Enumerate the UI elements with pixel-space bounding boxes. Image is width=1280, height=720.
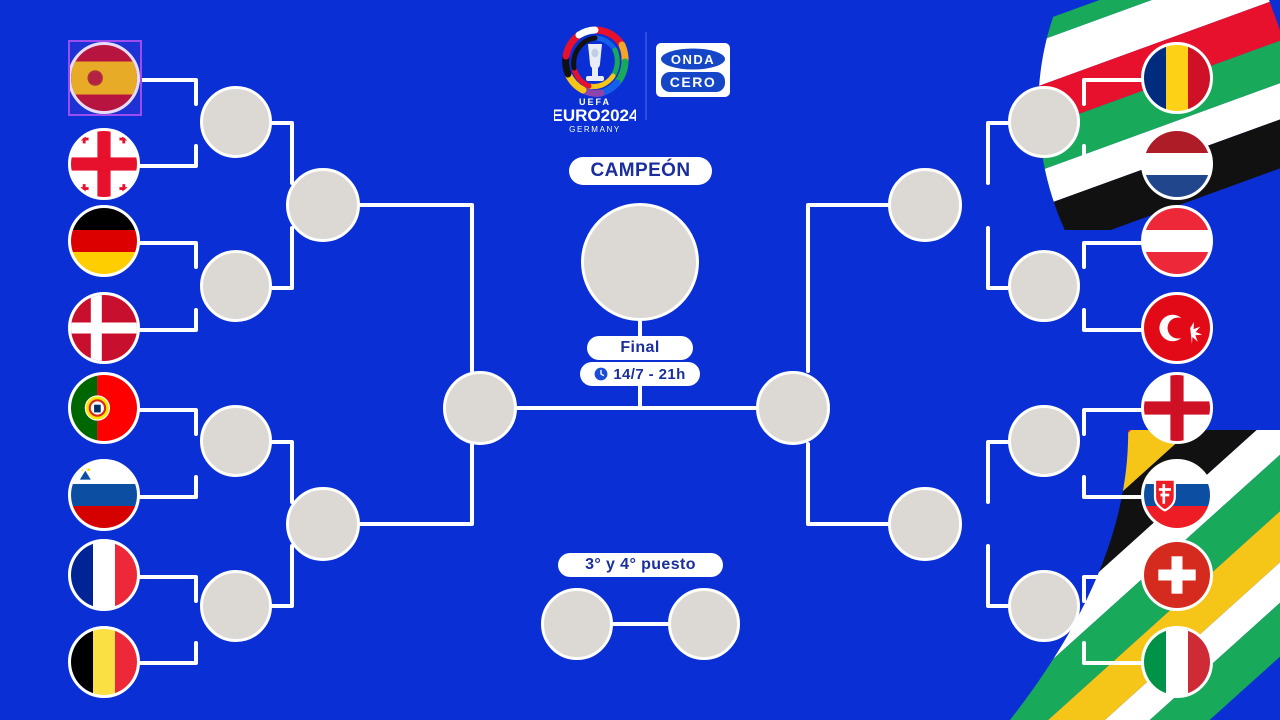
team-flag-fr[interactable] — [68, 539, 140, 611]
third-place-label: 3° y 4° puesto — [558, 553, 723, 577]
bracket-node-left-sf-2[interactable] — [286, 487, 360, 561]
team-flag-de[interactable] — [68, 205, 140, 277]
final-time-text: 14/7 - 21h — [613, 365, 686, 383]
bracket-node-right-qf-3[interactable] — [1008, 405, 1080, 477]
bracket-node-right-qf-1[interactable] — [1008, 86, 1080, 158]
team-flag-ch[interactable] — [1141, 539, 1213, 611]
team-flag-dk[interactable] — [68, 292, 140, 364]
team-flag-si[interactable] — [68, 459, 140, 531]
third-place-node-1[interactable] — [541, 588, 613, 660]
bracket-node-right-qf-4[interactable] — [1008, 570, 1080, 642]
logo-divider — [645, 32, 647, 120]
bracket-node-left-finalist[interactable] — [443, 371, 517, 445]
team-flag-es[interactable] — [68, 42, 140, 114]
bracket-node-right-sf-1[interactable] — [888, 168, 962, 242]
team-flag-at[interactable] — [1141, 205, 1213, 277]
champion-node[interactable] — [581, 203, 699, 321]
final-time-badge: 14/7 - 21h — [580, 362, 700, 386]
bracket-node-left-qf-4[interactable] — [200, 570, 272, 642]
bracket-node-right-sf-2[interactable] — [888, 487, 962, 561]
team-flag-tr[interactable] — [1141, 292, 1213, 364]
third-place-node-2[interactable] — [668, 588, 740, 660]
svg-text:CERO: CERO — [670, 74, 716, 90]
onda-cero-logo: ONDA CERO — [656, 43, 730, 97]
bracket-node-left-qf-2[interactable] — [200, 250, 272, 322]
svg-text:GERMANY: GERMANY — [569, 125, 621, 134]
svg-text:EURO2024: EURO2024 — [554, 106, 636, 125]
team-flag-ro[interactable] — [1141, 42, 1213, 114]
uefa-euro-2024-logo: UEFA EURO2024 GERMANY — [554, 26, 636, 134]
svg-text:ONDA: ONDA — [671, 52, 715, 67]
champion-label: CAMPEÓN — [569, 157, 712, 185]
team-flag-ge[interactable] — [68, 128, 140, 200]
bracket-node-right-finalist[interactable] — [756, 371, 830, 445]
bracket-node-right-qf-2[interactable] — [1008, 250, 1080, 322]
team-flag-sk[interactable] — [1141, 459, 1213, 531]
final-label: Final — [587, 336, 693, 360]
svg-text:UEFA: UEFA — [579, 97, 611, 107]
team-flag-pt[interactable] — [68, 372, 140, 444]
bracket-node-left-sf-1[interactable] — [286, 168, 360, 242]
team-flag-en[interactable] — [1141, 372, 1213, 444]
clock-icon — [594, 367, 608, 381]
bracket-node-left-qf-1[interactable] — [200, 86, 272, 158]
team-flag-be[interactable] — [68, 626, 140, 698]
team-flag-it[interactable] — [1141, 626, 1213, 698]
bracket-node-left-qf-3[interactable] — [200, 405, 272, 477]
team-flag-nl[interactable] — [1141, 128, 1213, 200]
